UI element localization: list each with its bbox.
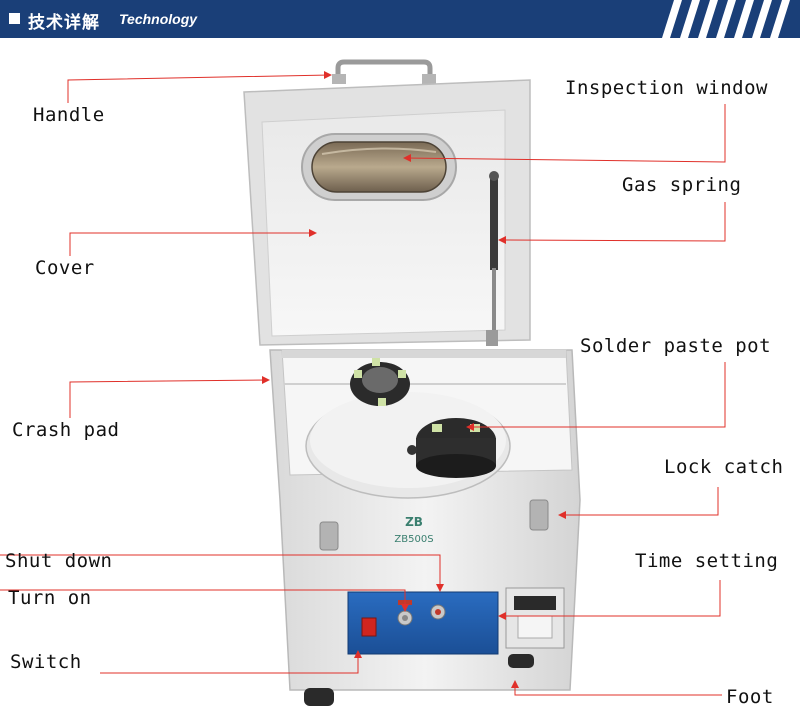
label-foot: Foot	[726, 686, 774, 708]
header-banner: 技术详解 Technology	[0, 0, 800, 38]
label-inspection-window: Inspection window	[565, 77, 768, 99]
label-lock-catch: Lock catch	[664, 456, 784, 478]
leader-arrowheads	[262, 71, 566, 688]
label-turn-on: Turn on	[8, 587, 92, 609]
leader-lines	[0, 74, 726, 696]
header-title-cn: 技术详解	[28, 13, 100, 33]
label-crash-pad: Crash pad	[12, 419, 120, 441]
label-handle: Handle	[33, 104, 105, 126]
handle-part	[332, 59, 436, 84]
label-solder-paste-pot: Solder paste pot	[580, 335, 772, 357]
square-bullet-icon	[9, 13, 20, 24]
label-cover: Cover	[35, 257, 95, 279]
logo-text: ZB	[405, 515, 423, 529]
control-panel	[347, 587, 565, 655]
label-switch: Switch	[10, 651, 82, 673]
cover-part	[243, 79, 531, 346]
inspection-window-part	[301, 133, 457, 201]
label-time-setting: Time setting	[635, 550, 779, 572]
label-shut-down: Shut down	[5, 550, 113, 572]
gas-spring-part	[486, 171, 499, 346]
solder-paste-pot-part	[305, 358, 511, 499]
foot-part	[304, 654, 534, 706]
model-text: ZB500S	[394, 534, 433, 545]
header-title-en: Technology	[119, 11, 198, 27]
stripes-decoration-icon	[662, 0, 790, 38]
lock-catch-part	[319, 499, 549, 551]
label-gas-spring: Gas spring	[622, 174, 742, 196]
